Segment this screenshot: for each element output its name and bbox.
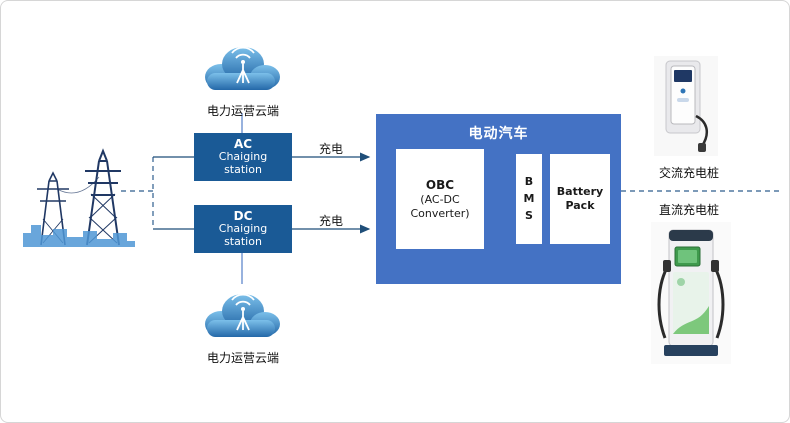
ac-station-title: AC xyxy=(233,136,253,151)
battery-label-line1: Battery xyxy=(556,185,604,199)
ac-station-box: AC Chaiging station xyxy=(194,133,292,181)
ac-pile-label: 交流充电桩 xyxy=(658,166,719,180)
bms-letter-m: M xyxy=(523,192,535,206)
battery-label-line2: Pack xyxy=(565,199,595,212)
dc-station-line2: Chaiging xyxy=(218,222,268,236)
cloud-top: 电力运营云端 xyxy=(197,37,289,119)
ac-charging-pile-image xyxy=(654,56,718,156)
bms-letter-s: S xyxy=(525,208,533,222)
ev-title: 电动汽车 xyxy=(468,126,529,142)
antenna-icon xyxy=(231,293,255,331)
dc-charge-label: 充电 xyxy=(318,214,343,228)
cloud-bottom-label: 电力运营云端 xyxy=(206,351,279,365)
obc-subtitle-line2: Converter) xyxy=(410,206,470,220)
bms-box: B M S xyxy=(516,154,542,244)
ac-station-line2: Chaiging xyxy=(218,150,268,164)
cloud-top-label: 电力运营云端 xyxy=(206,104,279,118)
skyline-base xyxy=(23,225,135,247)
cloud-top-icon xyxy=(205,46,280,90)
antenna-icon xyxy=(231,46,255,84)
ac-charge-label: 充电 xyxy=(318,142,343,156)
obc-box: OBC (AC-DC Converter) xyxy=(396,149,484,249)
transmission-towers-image xyxy=(23,148,135,247)
ev-box: 电动汽车 OBC (AC-DC Converter) B M S Battery… xyxy=(376,114,621,284)
dc-station-line3: station xyxy=(224,235,262,249)
dc-station-title: DC xyxy=(233,208,253,223)
dc-station-box: DC Chaiging station xyxy=(194,205,292,253)
dc-charging-pile-image xyxy=(651,222,731,364)
transmission-towers xyxy=(23,147,135,247)
obc-subtitle-line1: (AC-DC xyxy=(420,192,460,206)
cloud-bottom-icon xyxy=(205,293,280,337)
cloud-bottom: 电力运营云端 xyxy=(197,284,289,366)
obc-title: OBC xyxy=(425,177,455,192)
ac-station-line3: station xyxy=(224,163,262,177)
dc-pile-label: 直流充电桩 xyxy=(658,203,719,217)
bms-letter-b: B xyxy=(524,175,534,189)
battery-pack-box: Battery Pack xyxy=(550,154,610,244)
